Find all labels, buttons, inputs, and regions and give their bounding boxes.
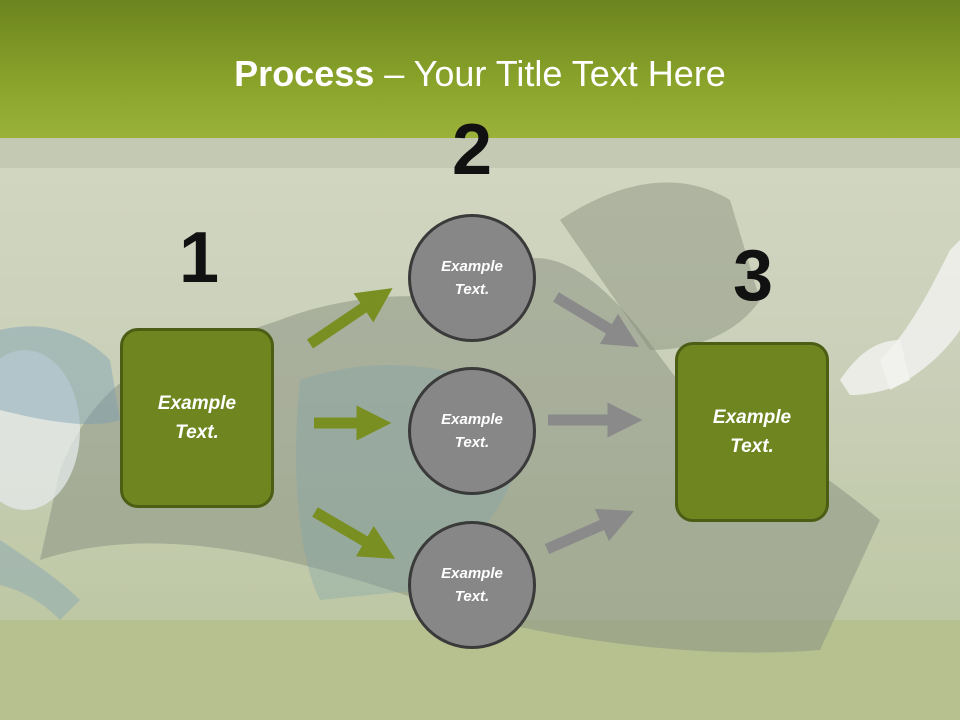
step-2-circle-middle-label: Example Text. — [441, 411, 503, 451]
step-number-2: 2 — [451, 110, 493, 190]
step-3-box[interactable]: Example Text. — [675, 342, 829, 522]
title-rest-text: – Your Title Text Here — [374, 53, 726, 94]
step-3-label: Example Text. — [712, 407, 792, 457]
arrow-2a-to-3 — [553, 292, 640, 348]
slide-title: Process – Your Title Text Here — [0, 52, 960, 96]
arrow-1-to-2c — [312, 507, 396, 559]
title-bar — [0, 0, 960, 138]
step-1-label: Example Text. — [157, 393, 237, 443]
step-2-circle-bottom-label: Example Text. — [441, 565, 503, 605]
step-2-circle-middle[interactable]: Example Text. — [408, 367, 536, 495]
arrow-2c-to-3 — [544, 508, 635, 555]
title-bold-text: Process — [234, 53, 375, 94]
step-2-circle-bottom[interactable]: Example Text. — [408, 521, 536, 649]
arrow-1-to-2a — [306, 288, 393, 349]
step-2-circle-top[interactable]: Example Text. — [408, 214, 536, 342]
step-number-1: 1 — [178, 218, 220, 298]
step-2-circle-top-label: Example Text. — [441, 258, 503, 298]
step-1-box[interactable]: Example Text. — [120, 328, 274, 508]
step-number-3: 3 — [732, 236, 774, 316]
